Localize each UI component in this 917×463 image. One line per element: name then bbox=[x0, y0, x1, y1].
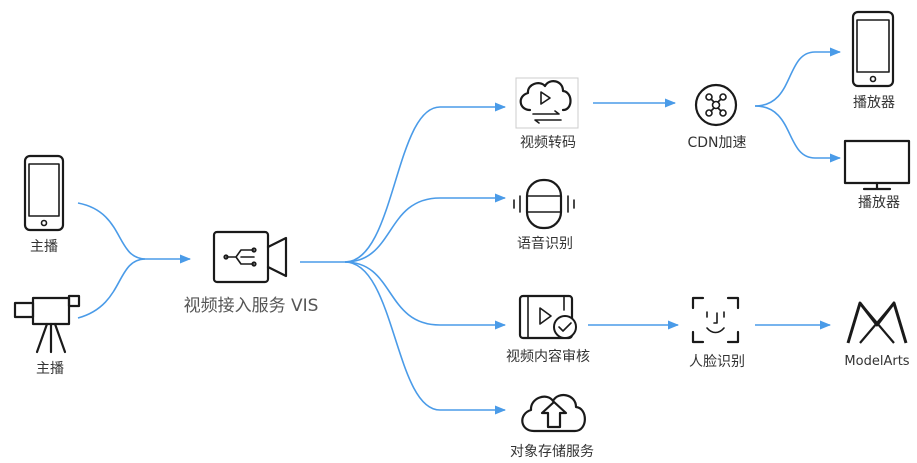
connector-vis-to-transcode bbox=[300, 102, 507, 263]
modelarts-label: ModelArts bbox=[844, 354, 910, 369]
connector-vis-to-obs bbox=[344, 261, 507, 415]
speech-label: 语音识别 bbox=[517, 236, 573, 252]
cdn-label: CDN加速 bbox=[687, 135, 747, 151]
video-review-icon bbox=[518, 294, 577, 340]
moderation-label: 视频内容审核 bbox=[506, 349, 590, 365]
connector-cdn-to-player-phone bbox=[754, 47, 842, 107]
player-phone-label: 播放器 bbox=[853, 95, 895, 111]
connector-anchor-phone-to-vis bbox=[77, 202, 192, 264]
obs-label: 对象存储服务 bbox=[510, 444, 594, 460]
microphone-icon bbox=[513, 178, 575, 230]
face-label: 人脸识别 bbox=[689, 354, 745, 370]
anchor-camera-label: 主播 bbox=[36, 361, 64, 377]
connector-vis-to-speech bbox=[344, 193, 507, 263]
video-camera-icon bbox=[13, 294, 81, 354]
connectors bbox=[77, 47, 842, 415]
cdn-icon bbox=[694, 83, 738, 127]
cloud-upload-icon bbox=[521, 393, 586, 433]
player-smartphone-icon bbox=[851, 10, 895, 88]
connector-cdn-to-player-monitor bbox=[754, 105, 842, 163]
modelarts-logo-icon bbox=[846, 301, 908, 344]
transcode-label: 视频转码 bbox=[520, 135, 576, 151]
cloud-transcode-icon bbox=[515, 77, 579, 129]
video-access-icon bbox=[212, 230, 288, 284]
connector-anchor-camera-to-vis bbox=[77, 258, 146, 319]
smartphone-icon bbox=[23, 154, 65, 232]
connector-vis-to-moderation bbox=[344, 261, 507, 330]
player-monitor-label: 播放器 bbox=[858, 195, 900, 211]
monitor-icon bbox=[843, 139, 911, 191]
anchor-phone-label: 主播 bbox=[30, 239, 58, 255]
face-scan-icon bbox=[691, 296, 740, 344]
vis-label: 视频接入服务 VIS bbox=[183, 296, 319, 316]
